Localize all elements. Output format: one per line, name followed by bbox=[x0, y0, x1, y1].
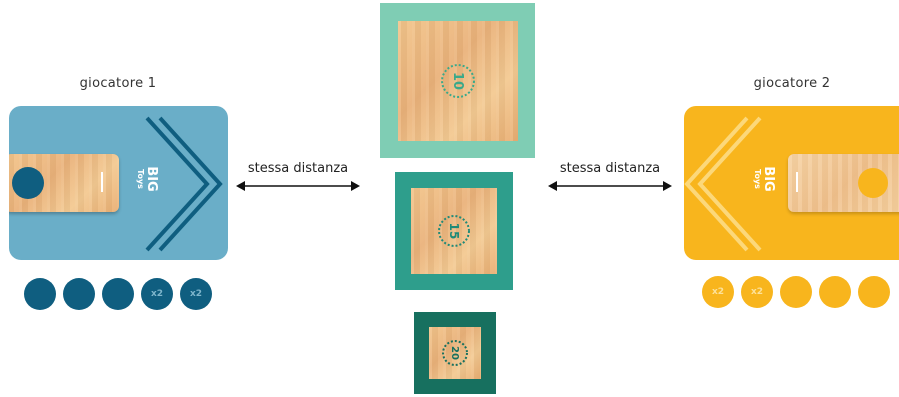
player-1-token bbox=[24, 278, 56, 310]
player-2-puck[interactable] bbox=[858, 168, 888, 198]
player-2-board: BIG Toys bbox=[684, 106, 899, 260]
player-1-puck[interactable] bbox=[12, 167, 44, 199]
target-10: 10 bbox=[380, 3, 535, 158]
player-2-launcher[interactable] bbox=[788, 154, 899, 212]
double-arrow-icon-left bbox=[236, 181, 360, 191]
target-15: 15 bbox=[395, 172, 513, 290]
target-20: 20 bbox=[414, 312, 496, 394]
target-15-score: 15 bbox=[438, 215, 470, 247]
target-20-score: 20 bbox=[442, 340, 468, 366]
player-2-token bbox=[780, 276, 812, 308]
player-1-chevrons bbox=[145, 116, 223, 252]
player-1-board: BIG Toys bbox=[9, 106, 228, 260]
player-1-token bbox=[63, 278, 95, 310]
player-1-token-x2: x2 bbox=[141, 278, 173, 310]
player-2-tokens: x2 x2 bbox=[702, 276, 890, 308]
player-1-token-x2: x2 bbox=[180, 278, 212, 310]
double-arrow-icon-right bbox=[548, 181, 672, 191]
player-1-launcher-line bbox=[101, 172, 103, 192]
player-1-token bbox=[102, 278, 134, 310]
distance-label-right: stessa distanza bbox=[559, 161, 661, 176]
player-1-launcher[interactable] bbox=[9, 154, 119, 212]
target-10-score: 10 bbox=[440, 63, 475, 98]
player-1-title: giocatore 1 bbox=[79, 76, 157, 91]
player-1-logo: BIG Toys bbox=[136, 166, 159, 192]
player-2-logo: BIG Toys bbox=[753, 166, 776, 192]
player-2-launcher-line bbox=[796, 172, 798, 192]
distance-label-left: stessa distanza bbox=[247, 161, 349, 176]
player-2-token-x2: x2 bbox=[702, 276, 734, 308]
player-2-token bbox=[858, 276, 890, 308]
player-2-token-x2: x2 bbox=[741, 276, 773, 308]
player-2-chevrons bbox=[684, 116, 762, 252]
player-2-title: giocatore 2 bbox=[753, 76, 831, 91]
player-1-tokens: x2 x2 bbox=[24, 278, 212, 310]
player-2-token bbox=[819, 276, 851, 308]
